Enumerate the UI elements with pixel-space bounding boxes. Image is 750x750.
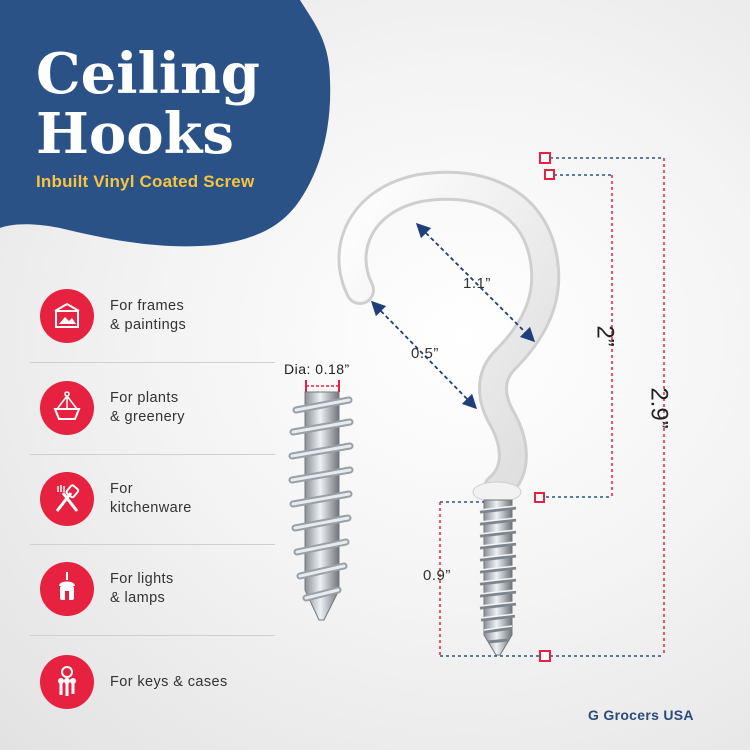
feature-item-keys: For keys & cases	[30, 638, 275, 726]
feature-label: For keys & cases	[110, 673, 228, 690]
thread-length-bracket	[439, 501, 540, 657]
feature-item-lights: For lights & lamps	[30, 545, 275, 633]
divider	[30, 454, 275, 455]
kitchen-utensils-icon	[40, 472, 94, 526]
hook-length-label: 2”	[591, 325, 619, 347]
gap-dimension-line	[370, 300, 478, 410]
diameter-marker	[305, 380, 340, 392]
feature-item-kitchenware: For kitchenware	[30, 455, 275, 543]
feature-label: For frames & paintings	[110, 298, 187, 333]
total-length-label: 2.9”	[645, 387, 673, 429]
gap-label: 0.5”	[411, 345, 439, 362]
hook-length-bracket	[534, 169, 613, 503]
page-subtitle: Inbuilt Vinyl Coated Screw	[36, 172, 255, 191]
total-length-bracket	[539, 152, 665, 662]
feature-label: For kitchenware	[110, 481, 192, 516]
wall-anchor-screw	[288, 391, 354, 621]
brand-label: G Grocers USA	[588, 707, 694, 723]
diameter-label: Dia: 0.18”	[284, 361, 350, 377]
page-title: Ceiling Hooks	[36, 41, 260, 167]
opening-label: 1.1”	[463, 275, 491, 292]
feature-item-plants: For plants & greenery	[30, 364, 275, 452]
feature-item-frames: For frames & paintings	[30, 272, 275, 360]
feature-label: For plants & greenery	[110, 390, 185, 425]
thread-length-label: 0.9”	[423, 567, 451, 584]
feature-label: For lights & lamps	[110, 571, 174, 606]
divider	[30, 362, 275, 363]
hanging-plant-icon	[40, 381, 94, 435]
picture-frame-icon	[40, 289, 94, 343]
ceiling-hook	[337, 170, 561, 656]
opening-dimension-line	[415, 222, 536, 343]
keys-icon	[40, 655, 94, 709]
divider	[30, 544, 275, 545]
hanging-lamp-icon	[40, 562, 94, 616]
divider	[30, 635, 275, 636]
